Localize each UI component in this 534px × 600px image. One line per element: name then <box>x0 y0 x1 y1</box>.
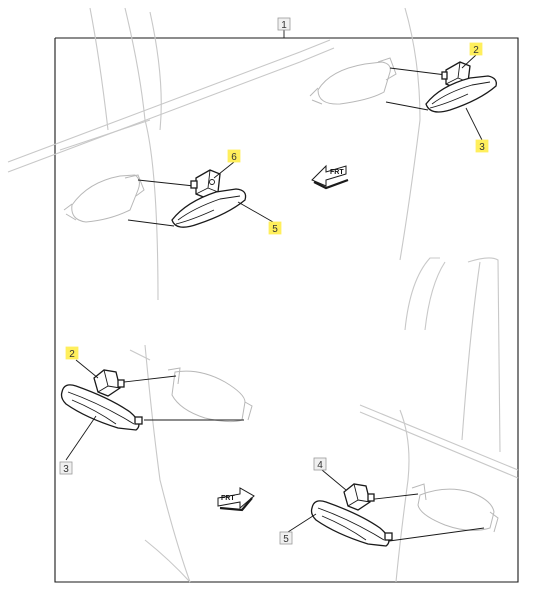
svg-text:2: 2 <box>473 45 479 56</box>
door-handle-top-left <box>171 188 247 228</box>
callout-2-bottom: 2 <box>65 346 79 360</box>
callout-6: 6 <box>227 149 241 163</box>
svg-text:2: 2 <box>69 349 75 360</box>
frt-arrow-bottom: FRT <box>217 487 255 512</box>
callout-2-top: 2 <box>469 42 483 56</box>
door-handle-top-right <box>425 75 497 113</box>
callout-box <box>313 457 327 471</box>
callout-4: 4 <box>313 457 327 471</box>
callout-leaders <box>65 54 483 533</box>
handle-pocket-bottom-right <box>411 483 499 533</box>
handle-pocket-top-left <box>63 174 145 223</box>
frt-label: FRT <box>221 495 235 502</box>
handle-pocket-bottom-left <box>167 367 253 423</box>
svg-text:6: 6 <box>231 152 237 163</box>
svg-text:5: 5 <box>283 534 289 545</box>
callout-5-bottom: 5 <box>279 531 293 545</box>
handle-pocket-top-right <box>309 57 397 105</box>
svg-text:3: 3 <box>479 142 485 153</box>
callout-box <box>268 221 282 235</box>
callout-5-top: 5 <box>268 221 282 235</box>
svg-text:5: 5 <box>272 224 278 235</box>
install-leaders <box>123 67 485 543</box>
assembly-frame <box>54 37 519 583</box>
callout-3-bottom: 3 <box>59 461 73 475</box>
callout-box <box>59 461 73 475</box>
handle-cap-bottom-left <box>93 369 125 397</box>
svg-text:4: 4 <box>317 460 323 471</box>
callout-box <box>277 17 291 31</box>
svg-text:3: 3 <box>63 464 69 475</box>
callout-box <box>227 149 241 163</box>
handle-cap-bottom-right <box>343 483 375 511</box>
arrow-right-icon <box>217 487 255 510</box>
callout-box <box>475 139 489 153</box>
frt-arrow-top: FRT <box>311 164 349 190</box>
callout-box <box>279 531 293 545</box>
frt-label: FRT <box>330 169 344 176</box>
callout-1: 1 <box>277 17 291 31</box>
door-handle-bottom-right <box>310 500 393 547</box>
svg-text:1: 1 <box>281 20 287 31</box>
callout-box <box>65 346 79 360</box>
vehicle-body-outline <box>7 7 519 583</box>
callout-3-top: 3 <box>475 139 489 153</box>
callout-box <box>469 42 483 56</box>
arrow-left-icon <box>311 164 347 187</box>
door-handle-bottom-left <box>60 384 143 431</box>
